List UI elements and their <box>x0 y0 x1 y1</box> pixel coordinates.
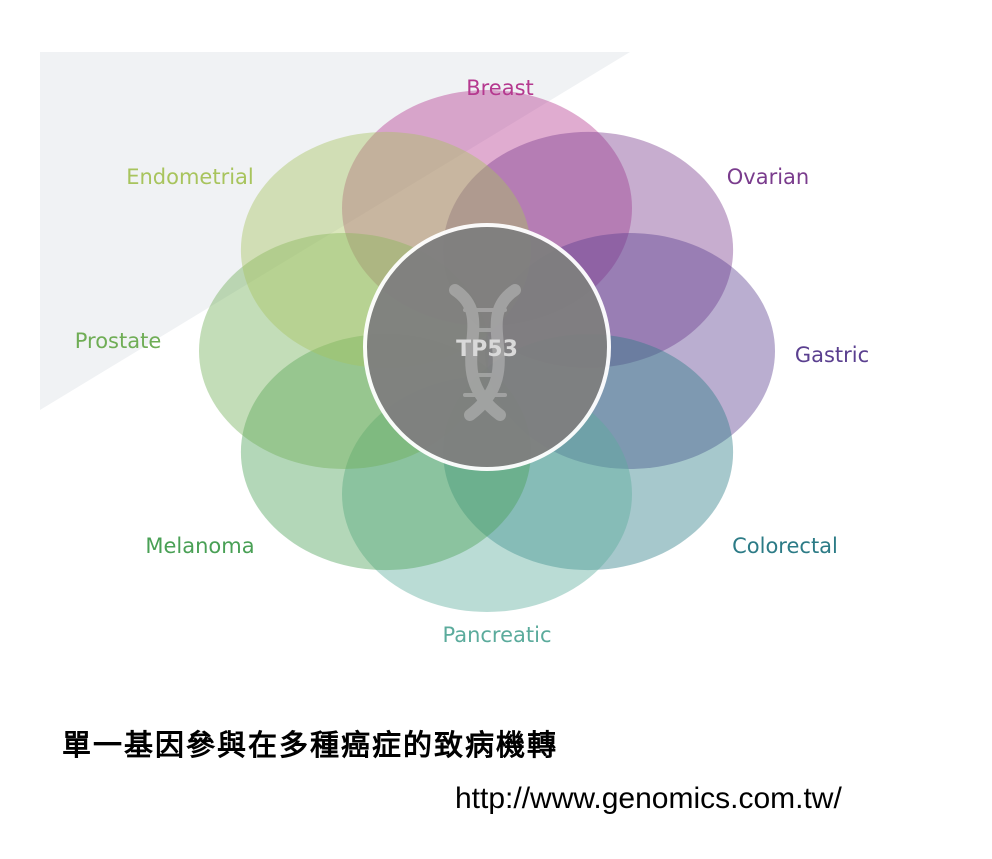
label-colorectal: Colorectal <box>732 534 838 558</box>
tp53-center-circle <box>363 223 611 471</box>
center-circle-group: TP53 <box>363 223 611 471</box>
label-ovarian: Ovarian <box>727 165 809 189</box>
label-breast: Breast <box>466 76 534 100</box>
source-url: http://www.genomics.com.tw/ <box>455 782 842 815</box>
caption: 單一基因參與在多種癌症的致病機轉 <box>62 728 559 762</box>
background-shape <box>40 52 630 410</box>
dna-helix-icon <box>449 284 521 421</box>
petal-labels: BreastOvarianGastricColorectalPancreatic… <box>75 76 869 647</box>
label-prostate: Prostate <box>75 329 162 353</box>
label-melanoma: Melanoma <box>145 534 254 558</box>
tp53-label: TP53 <box>456 337 518 362</box>
tp53-cancer-diagram: TP53 BreastOvarianGastricColorectalPancr… <box>40 52 869 647</box>
label-pancreatic: Pancreatic <box>442 623 551 647</box>
label-endometrial: Endometrial <box>126 165 254 189</box>
label-gastric: Gastric <box>795 343 869 367</box>
